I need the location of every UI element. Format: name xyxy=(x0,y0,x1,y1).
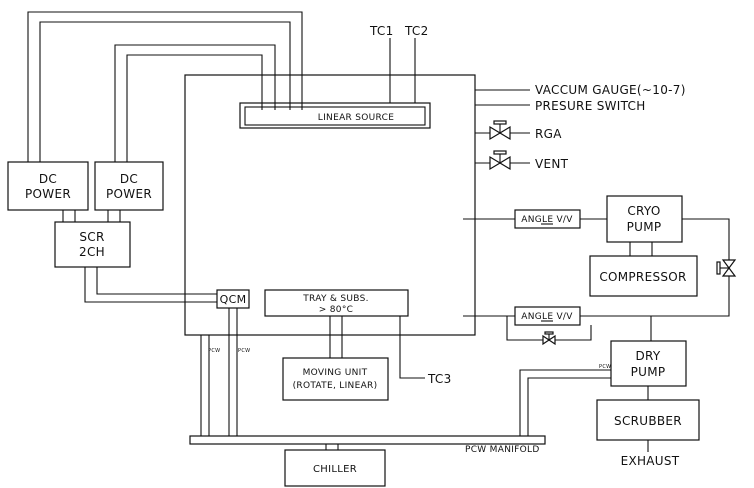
compressor xyxy=(589,255,698,297)
exhaust-label: EXHAUST xyxy=(621,454,680,468)
tc1-label: TC1 xyxy=(369,24,394,38)
dc-power-2-line1: DC xyxy=(120,172,138,186)
chiller xyxy=(284,449,386,487)
pcw-label-a: PCW xyxy=(208,348,220,354)
scr-to-qcm-wire-1 xyxy=(84,267,217,303)
scr-2ch xyxy=(54,221,131,268)
rga-label: RGA xyxy=(535,127,562,141)
vent-valve xyxy=(475,150,530,171)
bypass-valve xyxy=(542,331,556,346)
thermocouple-wires xyxy=(389,38,416,103)
qcm xyxy=(216,289,250,309)
tray-line2: > 80°C xyxy=(319,305,353,315)
angle-vv-1-label: ANGLE V/V xyxy=(521,215,573,225)
dc-power-1-line2: POWER xyxy=(25,187,71,201)
qcm-label: QCM xyxy=(220,293,247,306)
roughing-valve xyxy=(716,259,737,277)
moving-unit xyxy=(282,357,389,401)
dc-power-1 xyxy=(7,161,89,211)
dry-line2: PUMP xyxy=(631,365,666,379)
tray-line1: TRAY & SUBS. xyxy=(302,294,369,304)
moving-line2: (ROTATE, LINEAR) xyxy=(293,381,378,391)
cryo-line1: CRYO xyxy=(627,204,660,218)
pcw-label-c: PCW xyxy=(599,364,611,370)
scrubber xyxy=(596,399,700,441)
rga-valve xyxy=(475,120,530,141)
pcw-lines xyxy=(200,308,238,436)
tray-substrate xyxy=(264,289,409,317)
scr-line2: 2CH xyxy=(79,245,105,259)
moving-line1: MOVING UNIT xyxy=(303,368,368,378)
pcw-manifold xyxy=(189,435,546,445)
pcw-label-b: PCW xyxy=(238,348,250,354)
dc-power-2 xyxy=(94,161,164,211)
dry-line1: DRY xyxy=(635,349,660,363)
dc-power-1-line1: DC xyxy=(39,172,57,186)
pcw-to-dry-pump-1 xyxy=(519,369,611,436)
dc-to-scr-wires xyxy=(62,210,121,222)
angle-valve-2 xyxy=(514,306,581,326)
tc3-label: TC3 xyxy=(427,372,452,386)
pcw-manifold-label: PCW MANIFOLD xyxy=(465,445,540,455)
scr-to-qcm-wire-2 xyxy=(96,267,217,295)
scr-line1: SCR xyxy=(79,230,104,244)
tc2-label: TC2 xyxy=(404,24,429,38)
angle-vv-2-label: ANGLE V/V xyxy=(521,312,573,322)
chiller-label: CHILLER xyxy=(313,464,357,475)
power-wires xyxy=(27,11,303,162)
pcw-to-dry-pump-2 xyxy=(527,377,611,436)
linear-source-label: LINEAR SOURCE xyxy=(318,113,394,123)
dc-power-2-line2: POWER xyxy=(106,187,152,201)
scrubber-label: SCRUBBER xyxy=(614,414,682,428)
cryo-line2: PUMP xyxy=(627,220,662,234)
vent-label: VENT xyxy=(535,157,569,171)
compressor-label: COMPRESSOR xyxy=(599,270,686,284)
dry-pump xyxy=(610,340,687,387)
pressure-switch-label: PRESURE SWITCH xyxy=(535,99,646,113)
linear-source: LINEAR SOURCE xyxy=(239,102,431,129)
tc3-wire xyxy=(399,316,425,379)
vacuum-gauge-label: VACCUM GAUGE(~10-7) xyxy=(535,83,686,97)
cryo-pump xyxy=(606,195,683,243)
